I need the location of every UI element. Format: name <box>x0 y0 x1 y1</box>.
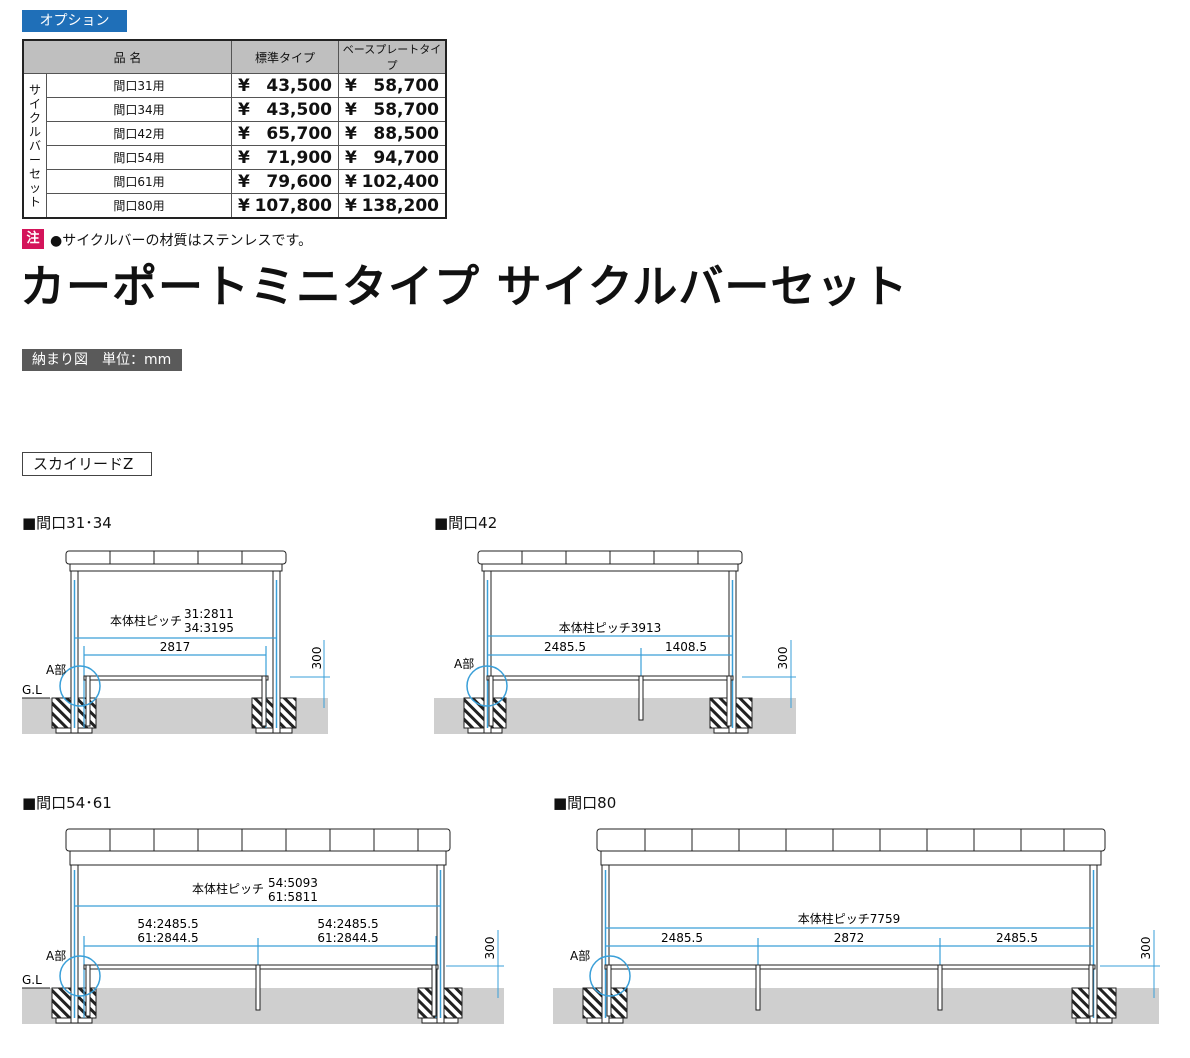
price-base: ¥58,700 <box>338 73 447 98</box>
a-label: A部 <box>46 662 66 677</box>
table-row: 間口80用 ¥107,800 ¥138,200 <box>23 193 447 219</box>
dim-right: 2485.5 <box>996 931 1038 945</box>
dim-left-a: 54:2485.5 <box>137 917 198 931</box>
price-base: ¥94,700 <box>338 145 447 170</box>
table-row: サイクルバーセット 間口31用 ¥43,500 ¥58,700 <box>22 73 447 219</box>
price-standard: ¥71,900 <box>231 145 339 170</box>
price-base: ¥138,200 <box>338 193 447 219</box>
price-standard: ¥79,600 <box>231 169 339 194</box>
page-title: カーポートミニタイプ サイクルバーセット <box>20 260 909 313</box>
pitch-b: 61:5811 <box>268 890 318 904</box>
header-baseplate: ベースプレートタイプ <box>338 39 447 74</box>
height-dim: 300 <box>310 647 324 670</box>
row-name: 間口61用 <box>46 169 232 194</box>
row-name: 間口80用 <box>46 193 232 219</box>
dim-left-b: 61:2844.5 <box>137 931 198 945</box>
height-dim: 300 <box>776 647 790 670</box>
price-standard: ¥43,500 <box>231 73 339 98</box>
dim-right-b: 61:2844.5 <box>317 931 378 945</box>
height-dim: 300 <box>1139 937 1153 960</box>
price-table: 品 名 標準タイプ ベースプレートタイプ サイクルバーセット 間口31用 ¥43… <box>22 39 447 219</box>
table-row: 間口61用 ¥79,600 ¥102,400 <box>23 169 447 194</box>
roof <box>65 550 287 565</box>
pitch-label: 本体柱ピッチ <box>110 613 182 628</box>
detail-a-circle <box>59 665 101 707</box>
price-base: ¥102,400 <box>338 169 447 194</box>
pitch-label: 本体柱ピッチ3913 <box>559 620 662 635</box>
fit-diagram-label: 納まり図 単位：mm <box>22 349 182 371</box>
price-base: ¥88,500 <box>338 121 447 146</box>
dim-right-a: 54:2485.5 <box>317 917 378 931</box>
pitch-a: 54:5093 <box>268 876 318 890</box>
diagram-31-34: 300 A部 G.L 本体柱ピッチ 31:2811 34:3195 2817 <box>22 550 330 734</box>
note-mark: 注 <box>22 229 44 249</box>
dim-left: 2485.5 <box>661 931 703 945</box>
dim-right: 1408.5 <box>665 640 707 654</box>
a-label: A部 <box>46 948 66 963</box>
cycle-bar <box>83 675 269 681</box>
pitch-label: 本体柱ピッチ7759 <box>798 911 901 926</box>
pitch-a: 31:2811 <box>184 607 234 621</box>
diagram-42: 300 A部 本体柱ピッチ3913 2485.5 1408.5 <box>434 550 796 734</box>
a-label: A部 <box>570 948 590 963</box>
row-name: 間口42用 <box>46 121 232 146</box>
section-title-54-61: ■間口54･61 <box>22 794 112 812</box>
price-standard: ¥107,800 <box>231 193 339 219</box>
table-row: 間口54用 ¥71,900 ¥94,700 <box>23 145 447 170</box>
section-title-80: ■間口80 <box>553 794 617 812</box>
section-title-31-34: ■間口31･34 <box>22 514 112 532</box>
product-label: スカイリードZ <box>22 452 152 476</box>
dim-left: 2485.5 <box>544 640 586 654</box>
diagram-80: 300 A部 本体柱ピッチ7759 2485.5 2872 2485.5 <box>553 828 1160 1024</box>
dim-center: 2872 <box>834 931 865 945</box>
height-dim: 300 <box>483 937 497 960</box>
pitch-label: 本体柱ピッチ <box>192 881 264 896</box>
table-row: 間口42用 ¥65,700 ¥88,500 <box>23 121 447 146</box>
gl-label: G.L <box>22 683 42 697</box>
dim-2817: 2817 <box>160 640 191 654</box>
pitch-b: 34:3195 <box>184 621 234 635</box>
gl-label: G.L <box>22 973 42 987</box>
section-title-42: ■間口42 <box>434 514 498 532</box>
a-label: A部 <box>454 656 474 671</box>
row-name: 間口34用 <box>46 97 232 122</box>
header-name: 品 名 <box>22 39 232 74</box>
note-text: ●サイクルバーの材質はステンレスです。 <box>50 233 313 249</box>
diagram-54-61: 300 A部 G.L 本体柱ピッチ 54:5093 61:5811 54:248… <box>22 828 504 1024</box>
option-label: オプション <box>22 10 127 32</box>
